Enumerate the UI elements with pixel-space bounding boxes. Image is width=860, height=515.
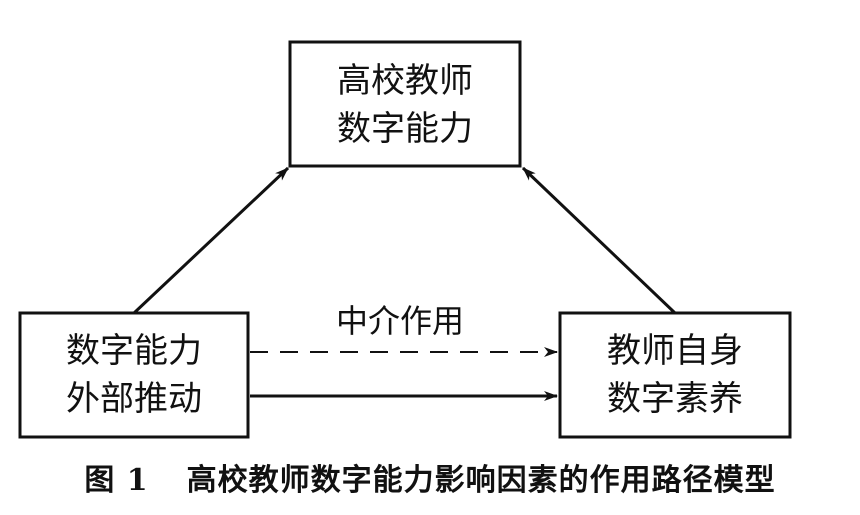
- node-external-driver: 数字能力 外部推动: [18, 311, 250, 439]
- node-teacher-digital-competence: 高校教师 数字能力: [288, 40, 522, 168]
- node-right-line-1: 教师自身: [607, 331, 743, 371]
- node-left-line-2: 外部推动: [66, 379, 202, 419]
- node-top-line-2: 数字能力: [337, 109, 473, 149]
- path-model-diagram: 高校教师 数字能力 数字能力 外部推动 教师自身 数字素养 中介作用: [18, 40, 792, 439]
- figure-caption: 图 1 高校教师数字能力影响因素的作用路径模型: [0, 455, 860, 499]
- node-teacher-own-literacy: 教师自身 数字素养: [558, 311, 792, 439]
- figure-caption-text: 高校教师数字能力影响因素的作用路径模型: [186, 463, 776, 498]
- mediation-label: 中介作用: [336, 302, 464, 340]
- node-top-line-1: 高校教师: [337, 61, 473, 101]
- node-right-line-2: 数字素养: [607, 379, 743, 419]
- arrow-right-to-top: [521, 166, 677, 315]
- arrow-left-to-top: [132, 166, 290, 315]
- figure-number: 图 1: [84, 463, 149, 498]
- node-left-line-1: 数字能力: [66, 331, 202, 371]
